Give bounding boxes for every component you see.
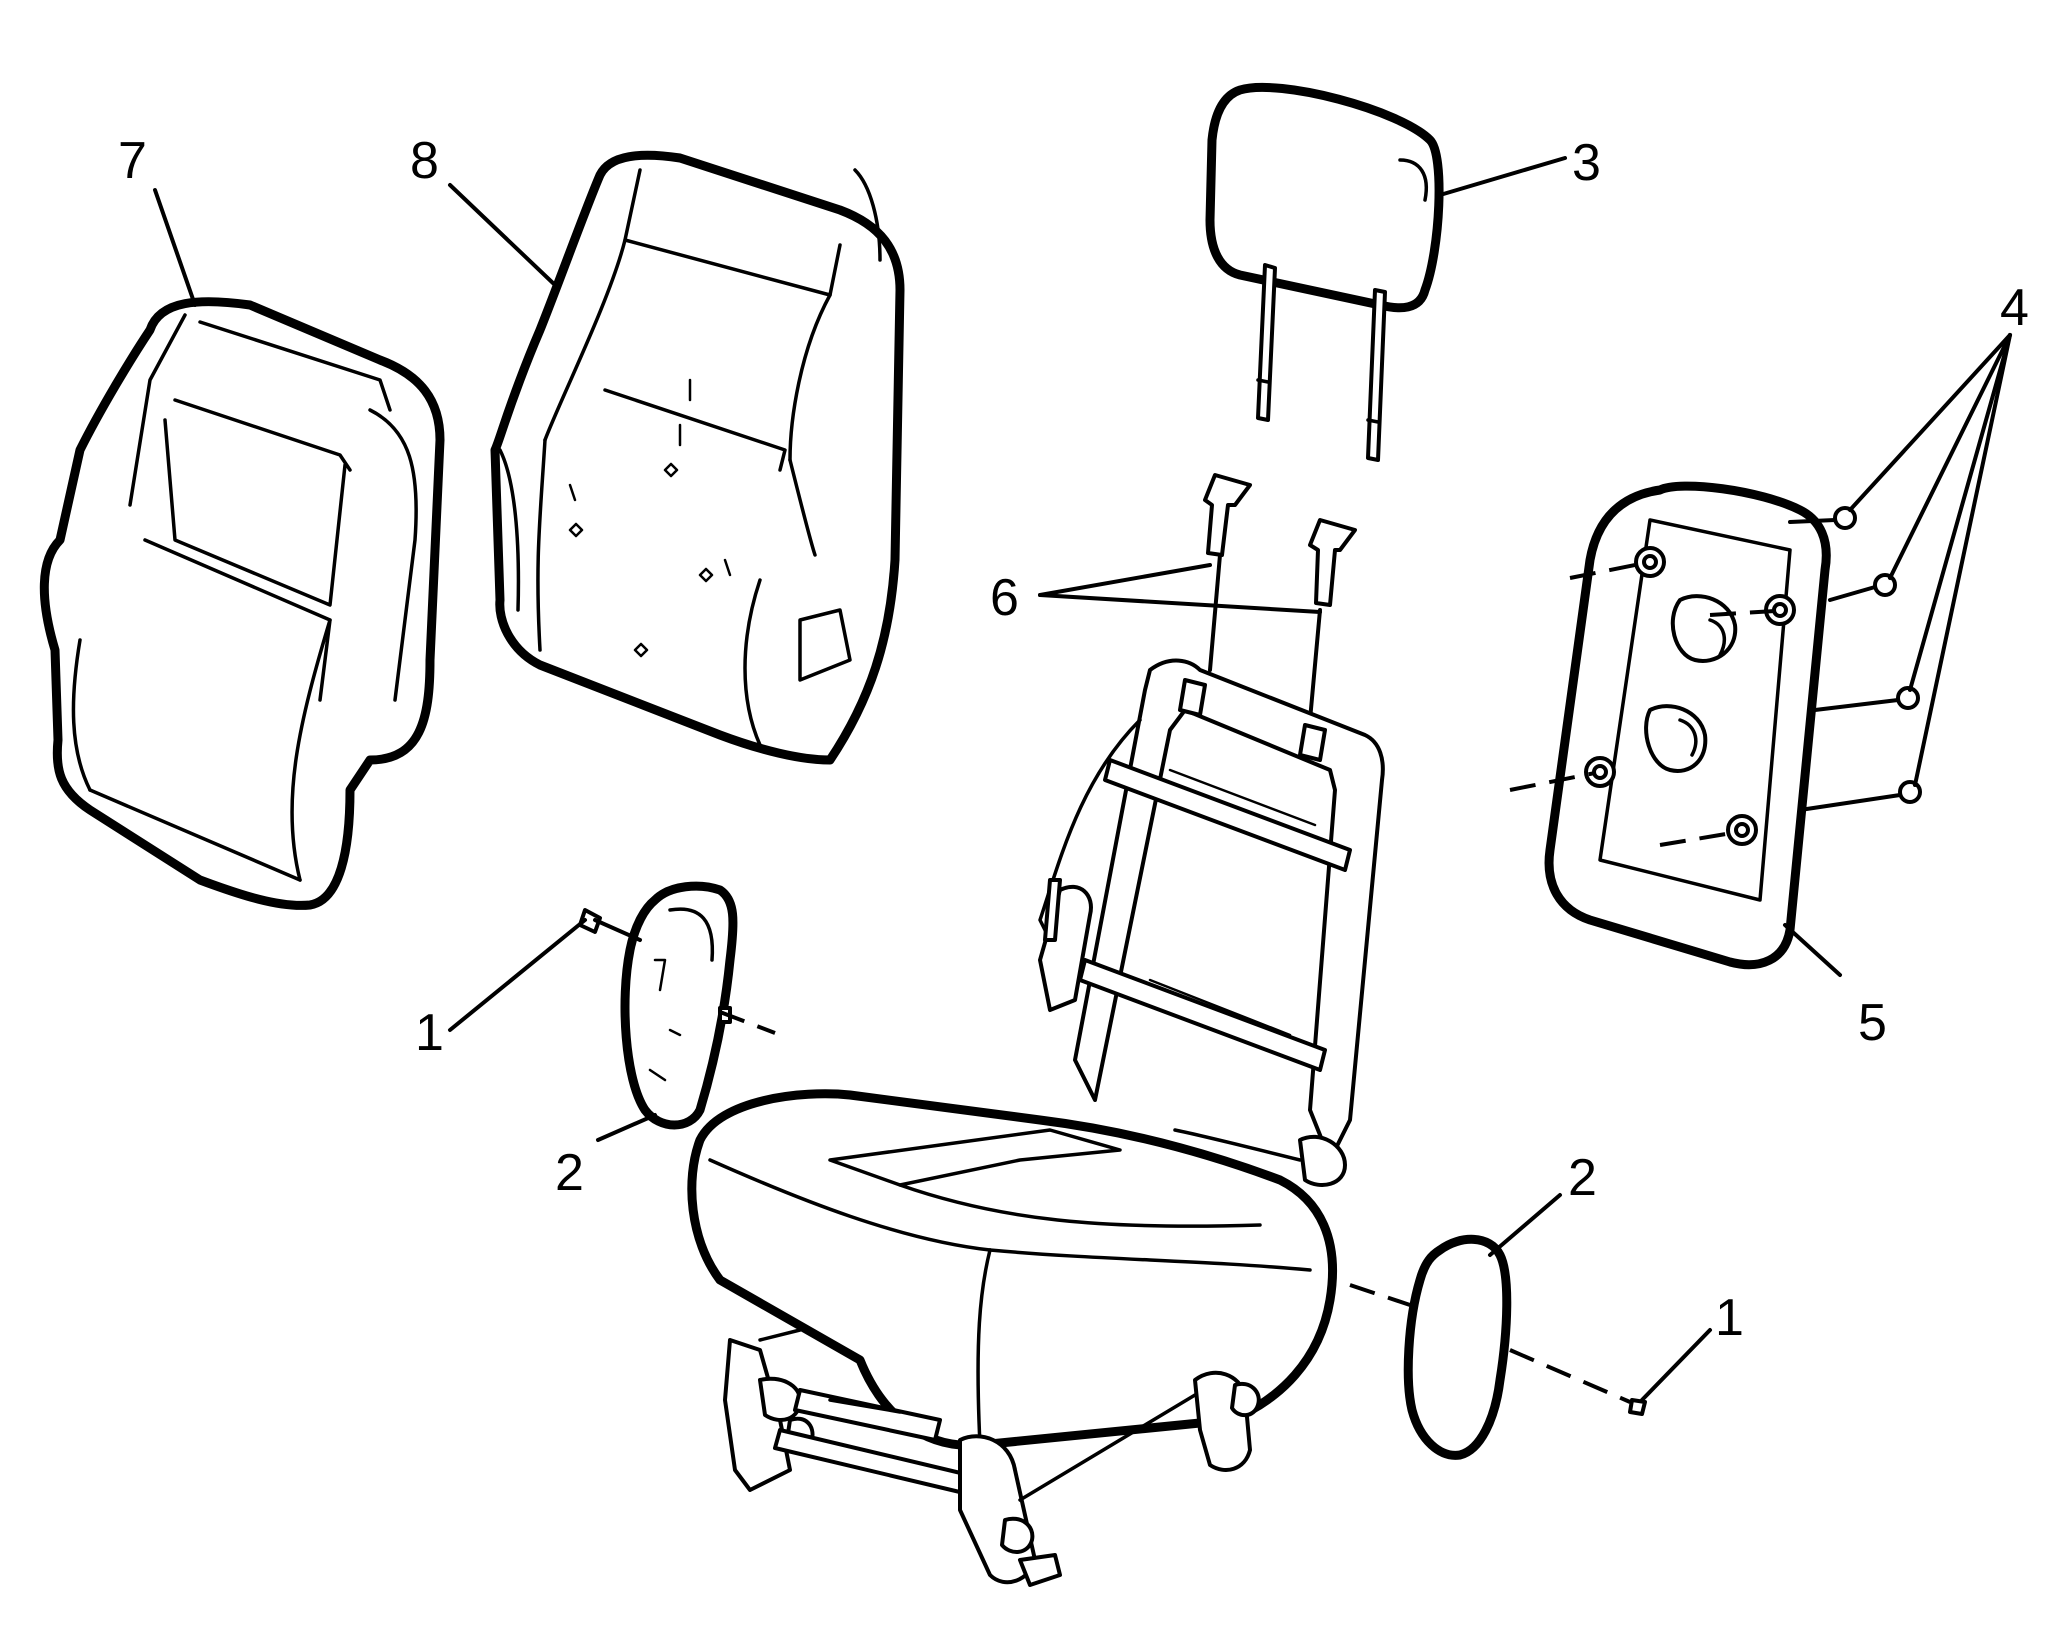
callout-2-left: 2: [555, 1144, 584, 1202]
head-restraint: [1205, 82, 1444, 462]
callout-6: 6: [990, 569, 1019, 627]
recliner-cover-left: [620, 881, 738, 1130]
callout-2-right: 2: [1568, 1149, 1597, 1207]
callout-1-right: 1: [1715, 1289, 1744, 1347]
recliner-cover-right: [1403, 1234, 1512, 1460]
callout-8: 8: [410, 132, 439, 190]
head-restraint-guides: [1203, 473, 1357, 722]
callout-3: 3: [1572, 134, 1601, 192]
seat-cushion: [687, 1089, 1338, 1450]
nuts: [1788, 506, 1922, 812]
callout-4: 4: [2000, 279, 2029, 337]
seat-adjuster-base: [723, 1328, 1261, 1587]
callout-5: 5: [1858, 994, 1887, 1052]
callout-7: 7: [118, 132, 147, 190]
seat-back-cover: [39, 297, 445, 910]
seat-frame: [1038, 658, 1385, 1187]
callout-labels: 7 8 3 4 6 5 1 2 2 1: [118, 132, 2029, 1347]
callout-1-left: 1: [415, 1004, 444, 1062]
screw-left: [578, 908, 776, 1035]
seat-back-pad: [490, 150, 905, 765]
seat-back-panel: [1509, 481, 1831, 970]
leader-lines: [153, 156, 2012, 1402]
